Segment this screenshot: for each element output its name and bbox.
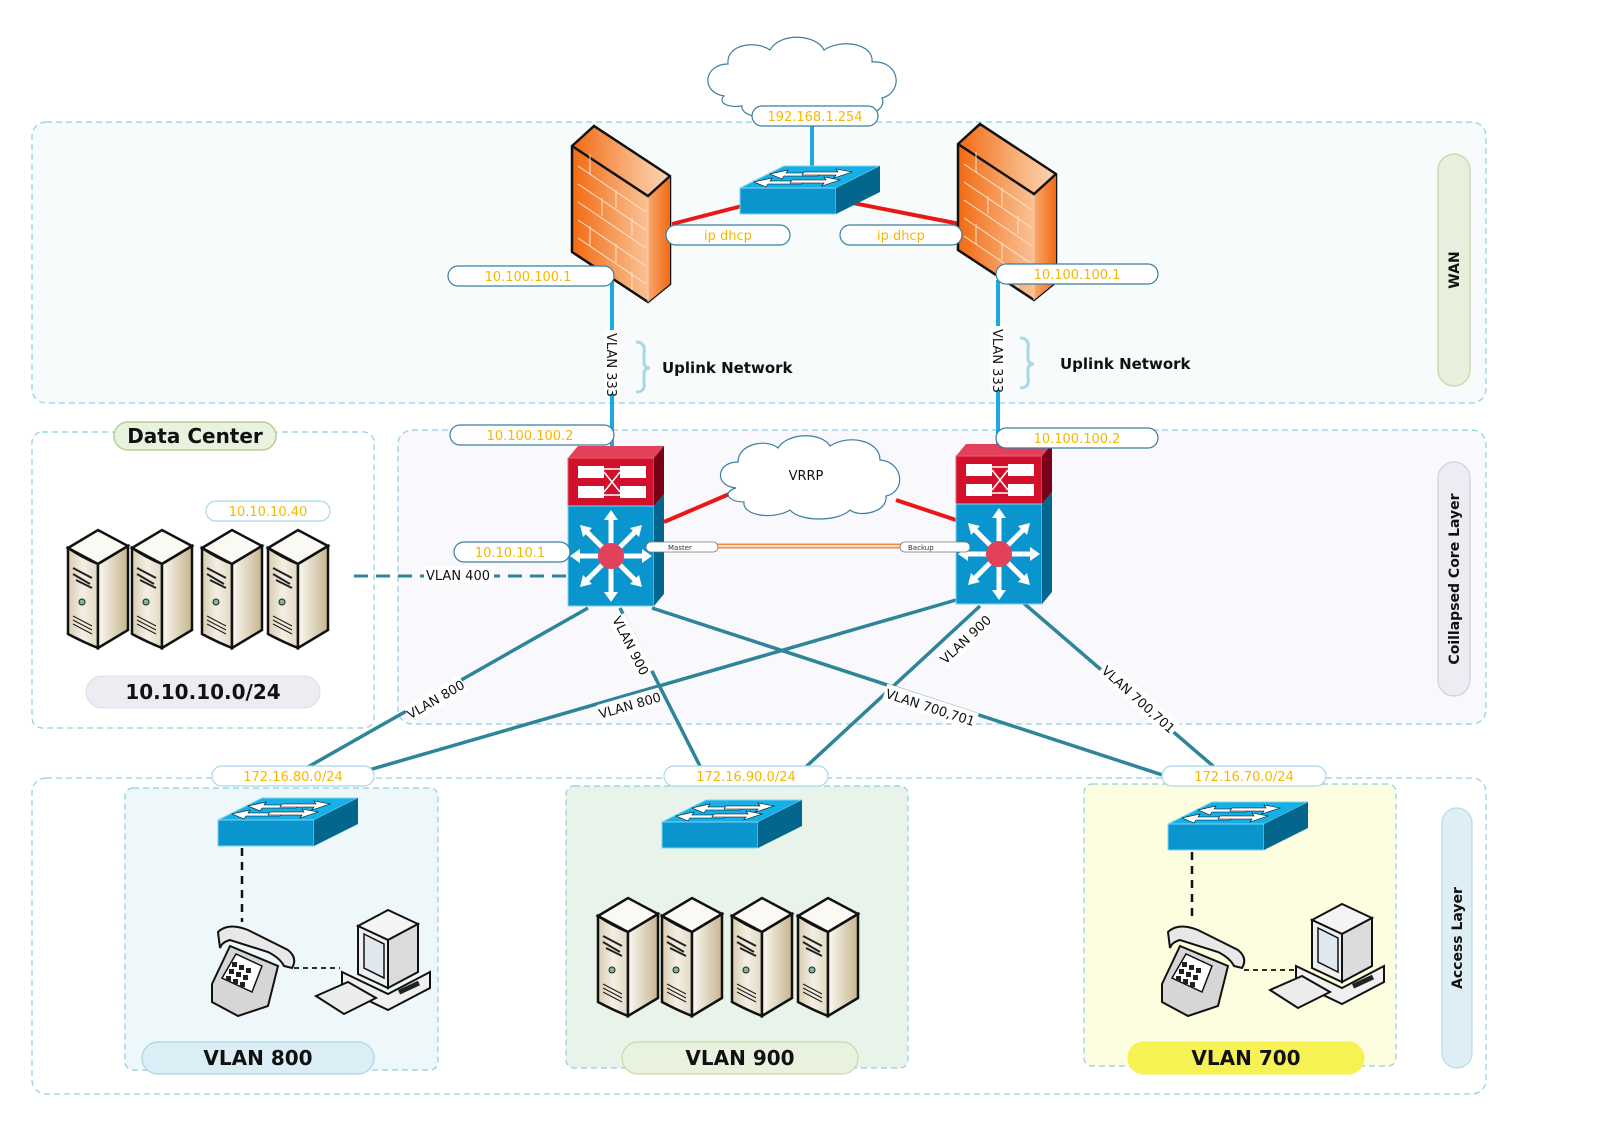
dc-subnet-text: 10.10.10.0/24	[125, 680, 280, 704]
fw-left-dhcp-text: ip dhcp	[704, 229, 752, 244]
server-icon	[596, 896, 660, 1018]
server-icon	[130, 528, 194, 650]
core-switch-master-icon	[568, 446, 664, 606]
core1-dc-ip-text: 10.10.10.1	[475, 546, 545, 561]
server-icon	[660, 896, 724, 1018]
access-700-vlan-label: VLAN 700	[1127, 1041, 1365, 1075]
core-switch-backup-icon	[956, 444, 1052, 604]
core2-uplink-ip-label: 10.100.100.2	[995, 427, 1159, 449]
core2-uplink-ip-text: 10.100.100.2	[1034, 432, 1121, 447]
uplink-left-vlan: VLAN 333	[603, 333, 618, 397]
server-icon	[200, 528, 264, 650]
red-links	[663, 200, 961, 524]
server-icon	[796, 896, 860, 1018]
dc-link-label: VLAN 400	[424, 566, 494, 584]
access-layer-label: Access Layer	[1441, 807, 1473, 1069]
access-local-links	[240, 848, 1296, 971]
wan-label-text: WAN	[1447, 251, 1463, 288]
core1-dc-ip-label: 10.10.10.1	[453, 541, 571, 563]
dc-server-ip-text: 10.10.10.40	[229, 505, 308, 520]
fw-left-ip-text: 10.100.100.1	[485, 270, 572, 285]
wan-layer-label: WAN	[1437, 153, 1471, 387]
dc-subnet-label: 10.10.10.0/24	[85, 675, 321, 709]
server-icon	[730, 896, 794, 1018]
dc-link-vlan-text: VLAN 400	[426, 569, 490, 584]
access-900-subnet-label: 172.16.90.0/24	[663, 765, 829, 787]
access-900-vlan-label: VLAN 900	[621, 1041, 859, 1075]
vrrp-cloud: VRRP	[719, 435, 901, 520]
backup-label-text: Backup	[908, 544, 934, 552]
access-800-subnet-label: 172.16.80.0/24	[211, 765, 375, 787]
link-core2-access800	[347, 598, 957, 778]
uplink-left: VLAN 333 Uplink Network	[603, 330, 794, 397]
access-900-subnet-text: 172.16.90.0/24	[696, 770, 796, 785]
access-900-vlan-text: VLAN 900	[685, 1046, 794, 1070]
dc-server-ip-label: 10.10.10.40	[205, 500, 331, 522]
uplink-right: VLAN 333 Uplink Network	[989, 326, 1192, 393]
server-icon	[266, 528, 330, 650]
internet-ip-text: 192.168.1.254	[767, 110, 862, 125]
master-label-text: Master	[668, 544, 692, 552]
access-700-vlan-text: VLAN 700	[1191, 1046, 1300, 1070]
access-700-subnet-text: 172.16.70.0/24	[1194, 770, 1294, 785]
datacenter-title: Data Center	[113, 421, 277, 451]
access-700-subnet-label: 172.16.70.0/24	[1161, 765, 1327, 787]
access-800-subnet-text: 172.16.80.0/24	[243, 770, 343, 785]
access-label-text: Access Layer	[1450, 887, 1466, 989]
uplink-right-vlan: VLAN 333	[989, 329, 1004, 393]
core-label-text: Coillapsed Core Layer	[1447, 493, 1463, 664]
fw-right-dhcp-label: ip dhcp	[839, 224, 963, 246]
master-label: Master	[645, 541, 719, 553]
access-800-vlan-label: VLAN 800	[141, 1041, 375, 1075]
fw-right-ip-text: 10.100.100.1	[1034, 268, 1121, 283]
backup-label: Backup	[899, 541, 971, 553]
fw-right-ip-label: 10.100.100.1	[995, 263, 1159, 285]
core1-uplink-ip-label: 10.100.100.2	[449, 424, 615, 446]
fw-left-dhcp-label: ip dhcp	[665, 224, 791, 246]
vrrp-label-text: VRRP	[789, 469, 824, 484]
fw-left-ip-label: 10.100.100.1	[447, 265, 615, 287]
server-icon	[66, 528, 130, 650]
uplink-left-note: Uplink Network	[662, 359, 794, 377]
core-layer-label: Coillapsed Core Layer	[1437, 461, 1471, 697]
datacenter-title-text: Data Center	[127, 424, 263, 448]
core1-uplink-ip-text: 10.100.100.2	[487, 429, 574, 444]
internet-ip-label: 192.168.1.254	[751, 105, 879, 127]
access-800-vlan-text: VLAN 800	[203, 1046, 312, 1070]
uplink-right-note: Uplink Network	[1060, 355, 1192, 373]
fw-right-dhcp-text: ip dhcp	[877, 229, 925, 244]
